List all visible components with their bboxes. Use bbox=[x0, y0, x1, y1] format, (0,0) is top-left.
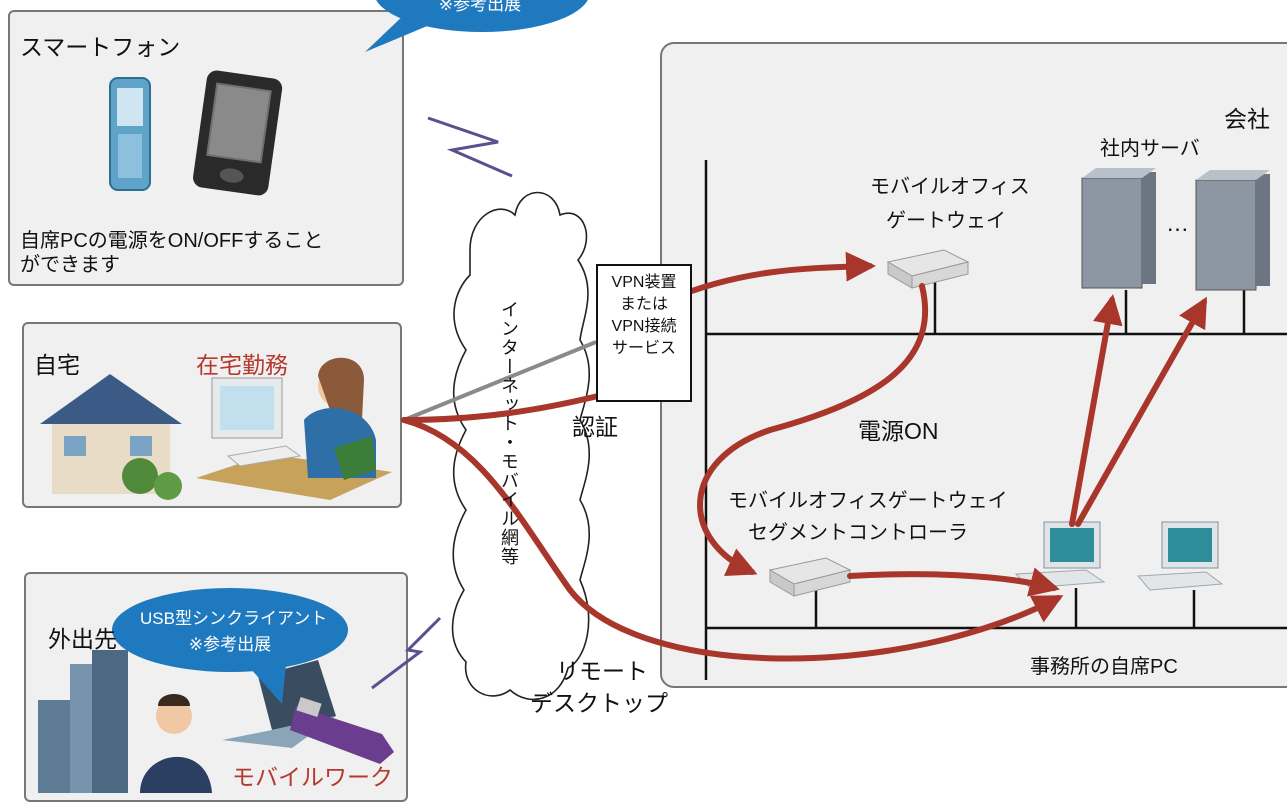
auth-label: 認証 bbox=[572, 414, 618, 440]
vpn-line1: VPN装置 bbox=[611, 274, 677, 291]
telework-label: 在宅勤務 bbox=[196, 352, 288, 378]
smartphone-title: スマートフォン bbox=[20, 34, 181, 60]
arrow-gateway-to-segment bbox=[697, 283, 929, 576]
segment-controller-device bbox=[768, 557, 852, 597]
mobile-office-gateway-device bbox=[886, 249, 970, 289]
home-house-illustration bbox=[40, 374, 182, 500]
outside-title: 外出先 bbox=[48, 626, 117, 652]
segment-label-line1: モバイルオフィスゲートウェイ bbox=[728, 490, 1008, 512]
remote-desktop-line1: リモート bbox=[556, 658, 648, 684]
vpn-line3: VPN接続 bbox=[611, 318, 677, 335]
vpn-line2: または bbox=[619, 296, 668, 313]
server-tower-2 bbox=[1195, 170, 1270, 291]
power-on-label: 電源ON bbox=[858, 418, 939, 444]
office-own-pc bbox=[1014, 521, 1106, 589]
gateway-label-line2: ゲートウェイ bbox=[886, 210, 1006, 232]
home-title: 自宅 bbox=[34, 352, 80, 378]
segment-label-line2: セグメントコントローラ bbox=[748, 522, 968, 544]
wireless-bolt-lower bbox=[371, 616, 442, 690]
arrow-segment-to-pc bbox=[847, 567, 1060, 597]
home-to-vpn-line bbox=[403, 340, 597, 422]
mobile-work-label: モバイルワーク bbox=[232, 764, 393, 790]
mobile-phone-icon bbox=[109, 77, 151, 191]
vpn-device-box: VPN装置 または VPN接続 サービス bbox=[596, 264, 692, 402]
gateway-label-line1: モバイルオフィス bbox=[870, 176, 1030, 198]
outside-bubble-line1: USB型シンクライアント bbox=[140, 609, 328, 628]
outside-bubble-shape bbox=[112, 588, 348, 704]
smartphone-bubble-shape bbox=[365, 0, 588, 52]
arrow-vpn-to-gateway bbox=[665, 251, 876, 303]
arrow-pc-to-server1 bbox=[1069, 294, 1123, 527]
usb-thin-client-stick bbox=[290, 696, 394, 764]
arrow-home-to-vpn bbox=[401, 393, 601, 423]
smartphone-desc-line1: 自席PCの電源をON/OFFすること bbox=[20, 230, 324, 252]
smartphone-bubble-text: ※参考出展 bbox=[438, 0, 522, 14]
office-other-pc bbox=[1136, 521, 1224, 591]
home-worker-illustration bbox=[196, 357, 392, 500]
internal-servers-label: 社内サーバ bbox=[1100, 138, 1200, 160]
remote-desktop-line2: デスクトップ bbox=[530, 690, 668, 716]
own-pc-label: 事務所の自席PC bbox=[1030, 656, 1178, 678]
outside-businessman-illustration bbox=[140, 694, 212, 793]
server-tower-1 bbox=[1081, 168, 1156, 289]
outside-bubble-line2: ※参考出展 bbox=[188, 635, 272, 654]
outside-buildings-illustration bbox=[38, 650, 128, 793]
wireless-bolt-upper bbox=[427, 116, 513, 178]
pda-icon bbox=[193, 70, 283, 196]
servers-ellipsis: … bbox=[1166, 210, 1189, 236]
vpn-line4: サービス bbox=[611, 340, 676, 357]
internet-cloud-label: インターネット・モバイル網等 bbox=[499, 300, 519, 566]
arrow-pc-to-server2 bbox=[1075, 296, 1207, 527]
office-network-lines bbox=[704, 160, 1287, 680]
smartphone-desc-line2: ができます bbox=[20, 254, 120, 276]
arrow-home-to-pc bbox=[401, 417, 1064, 662]
office-title: 会社 bbox=[1224, 106, 1270, 132]
